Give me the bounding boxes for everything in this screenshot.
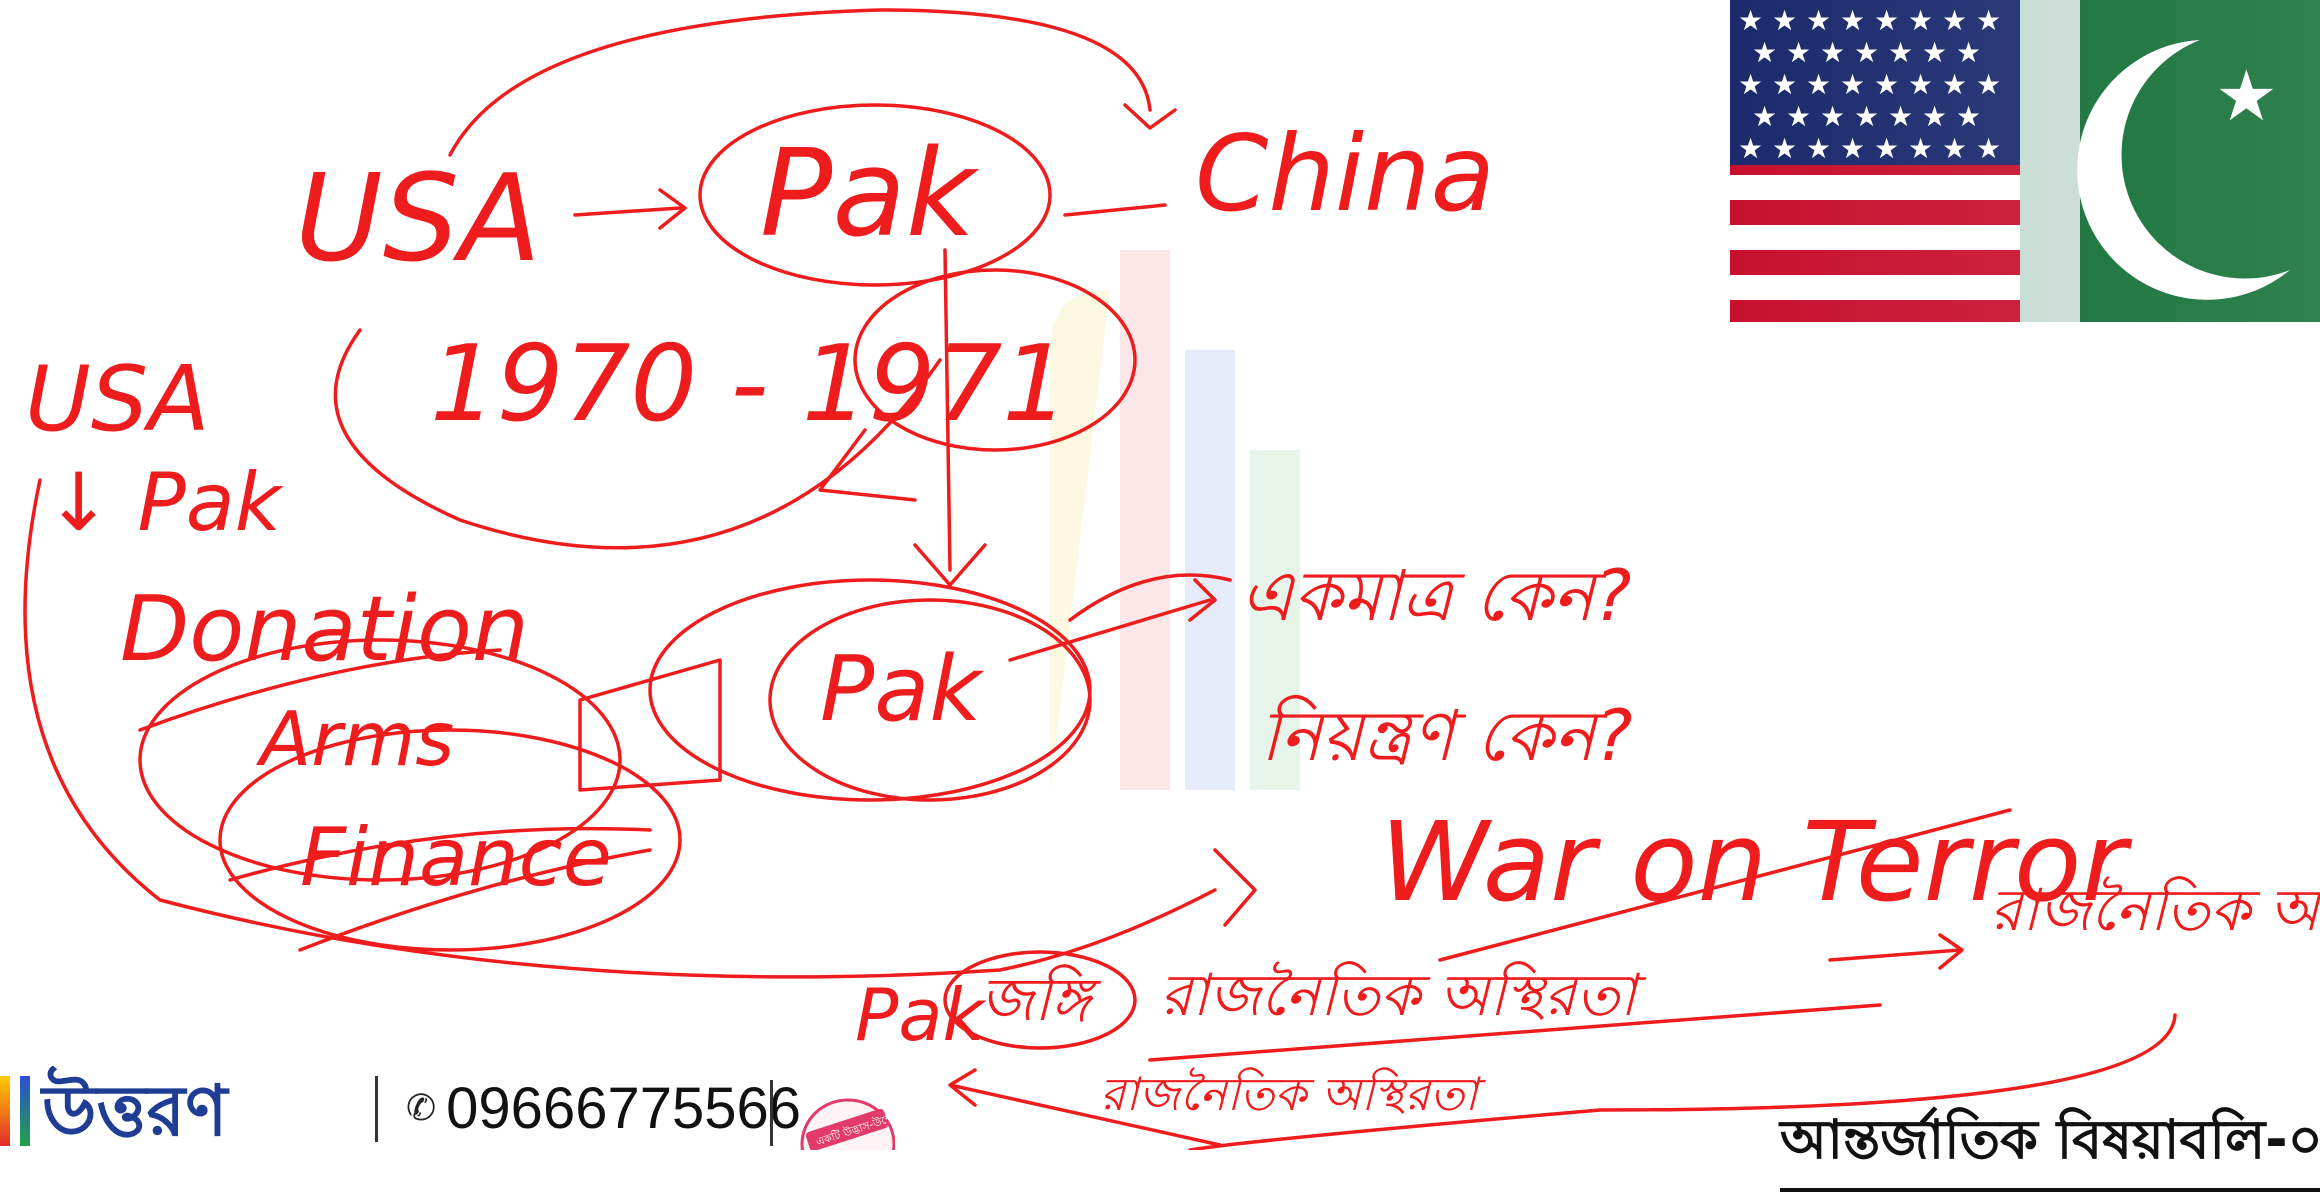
brand-logo: উত্তরণ [0,1072,227,1150]
bottom-curve-return [1188,1013,2177,1150]
label-year-range: 1970 - 1971 [430,323,1069,445]
arrow-usa-to-pak [573,188,687,230]
arc-arrowhead [1123,103,1177,130]
footer-divider [375,1075,378,1142]
circle-pak-center-inner [768,598,1092,802]
circle-1971 [853,268,1137,452]
bar-connector [578,658,722,792]
underline-bn-note-4 [1148,1003,1882,1062]
label-usa: USA [295,150,541,289]
underline-donation [138,648,502,732]
slide-title: পাক-মার্কিন সম্পর্ক [0,0,369,16]
label-pak: Pak [760,125,980,264]
bn-note-4: রাজনৈতিক অস্থিরতা [1160,961,1647,1029]
line-to-note-2 [1068,573,1232,622]
bn-note-6: রাজনৈতিক অস্থিতিশীলতা [1990,873,2320,944]
phone-number: 09666775566 [446,1076,801,1141]
udvash-unmesh-badge: একটি উদ্ভাস-উন্মেষ প্রতিষ্ঠান [800,1097,895,1150]
arrow-to-note-6 [1828,933,1964,970]
bn-note-3: জঙ্গি [980,964,1102,1035]
label-pak-bottom: Pak [855,973,988,1057]
label-arms: Arms [256,695,454,783]
circle-finance [218,728,682,952]
slide-title-text: পাক-মার্কিন সম্পর্ক [30,0,369,24]
label-pak-side: ↓ Pak [45,456,284,549]
zigzag-mark [818,428,917,502]
usa-pakistan-flag-image: ★ ★ ★ ★ ★ ★ ★ ★ ★ ★ ★ ★ ★ ★ ★ ★ ★ ★ ★ ★ … [1730,0,2320,322]
subject-title: আন্তর্জাতিক বিষয়াবলি-০৫ [1780,1098,2320,1192]
arrow-to-note-1 [1008,578,1217,662]
arrow-down-to-pak [913,248,987,587]
label-finance: Finance [300,811,612,904]
strike-finance-1 [228,826,652,882]
circle-jongi [943,950,1137,1050]
label-china: China [1195,113,1495,235]
brand-name: উত্তরণ [42,1070,228,1152]
dash-pak-china [1063,203,1167,217]
circle-pak [698,103,1052,287]
contact-phone: ✆ 09666775566 [357,1075,801,1142]
logo-mark-icon-2 [20,1076,30,1146]
phone-icon: ✆ [406,1088,437,1129]
bn-note-5: রাজনৈতিক অস্থিরতা [1100,1067,1486,1121]
bn-note-2: নিয়ন্ত্রণ কেন? [1260,694,1633,777]
strike-finance-2 [298,848,652,952]
underline-war-on-terror [1438,808,2012,962]
label-donation: Donation [120,577,529,682]
label-usa-side: USA [25,347,210,452]
uttoron-watermark [1050,250,1300,790]
label-pak-center: Pak [820,637,985,742]
footer-divider-2 [770,1080,773,1146]
bn-note-1: একমাত্র কেন? [1240,555,1631,637]
label-war-on-terror: War on Terror [1380,798,2132,926]
arrow-right-bottom [1213,848,1257,927]
circle-arms [138,638,622,882]
bottom-arrow-left [948,1068,1222,1147]
left-bracket-curve [23,478,1217,979]
handwritten-annotations: USA Pak China 1970 - 1971 USA ↓ Pak Dona… [23,8,2320,1150]
arc-usa-to-china [448,8,1152,157]
logo-mark-icon [0,1076,10,1146]
